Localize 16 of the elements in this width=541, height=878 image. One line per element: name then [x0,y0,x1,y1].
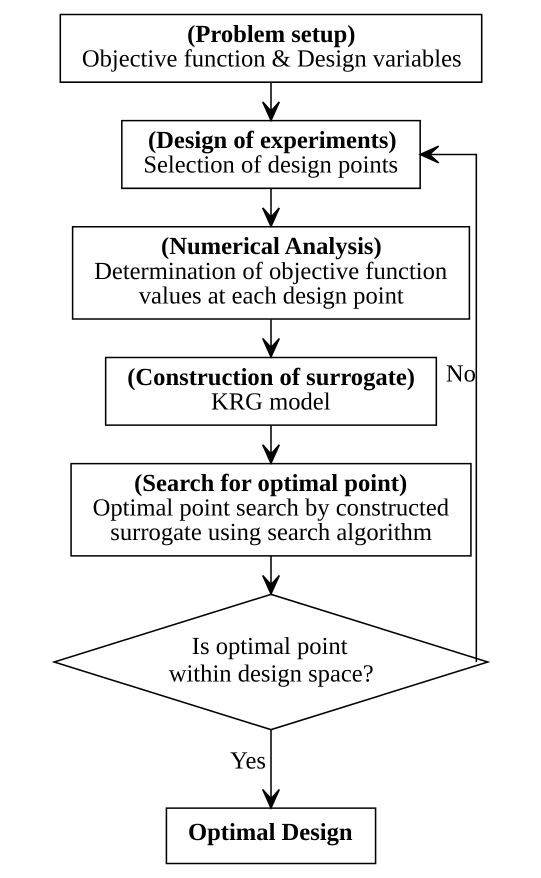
edge-label: Yes [230,747,266,774]
arrow [261,188,280,228]
node-box: (Search for optimal point) Optimal point search by constructed surrogate using search algorithm [70,462,472,557]
node-box: (Numerical Analysis) Determination of objective function values at each design point [71,226,470,320]
arrow [418,145,477,662]
node-box: (Design of experiments) Selection of design points [120,120,420,190]
edge-label: No [445,360,476,388]
arrow [261,82,280,122]
node-box: (Construction of surrogate) KRG model [104,356,437,426]
arrow [261,320,280,358]
node-box: Optimal Design [165,807,376,864]
node-diamond: Is optimal point within design space? [51,594,490,730]
arrow [261,730,280,809]
arrow [261,426,280,464]
arrow [261,556,280,595]
node-box: (Problem setup) Objective function & Design variables [59,14,482,83]
